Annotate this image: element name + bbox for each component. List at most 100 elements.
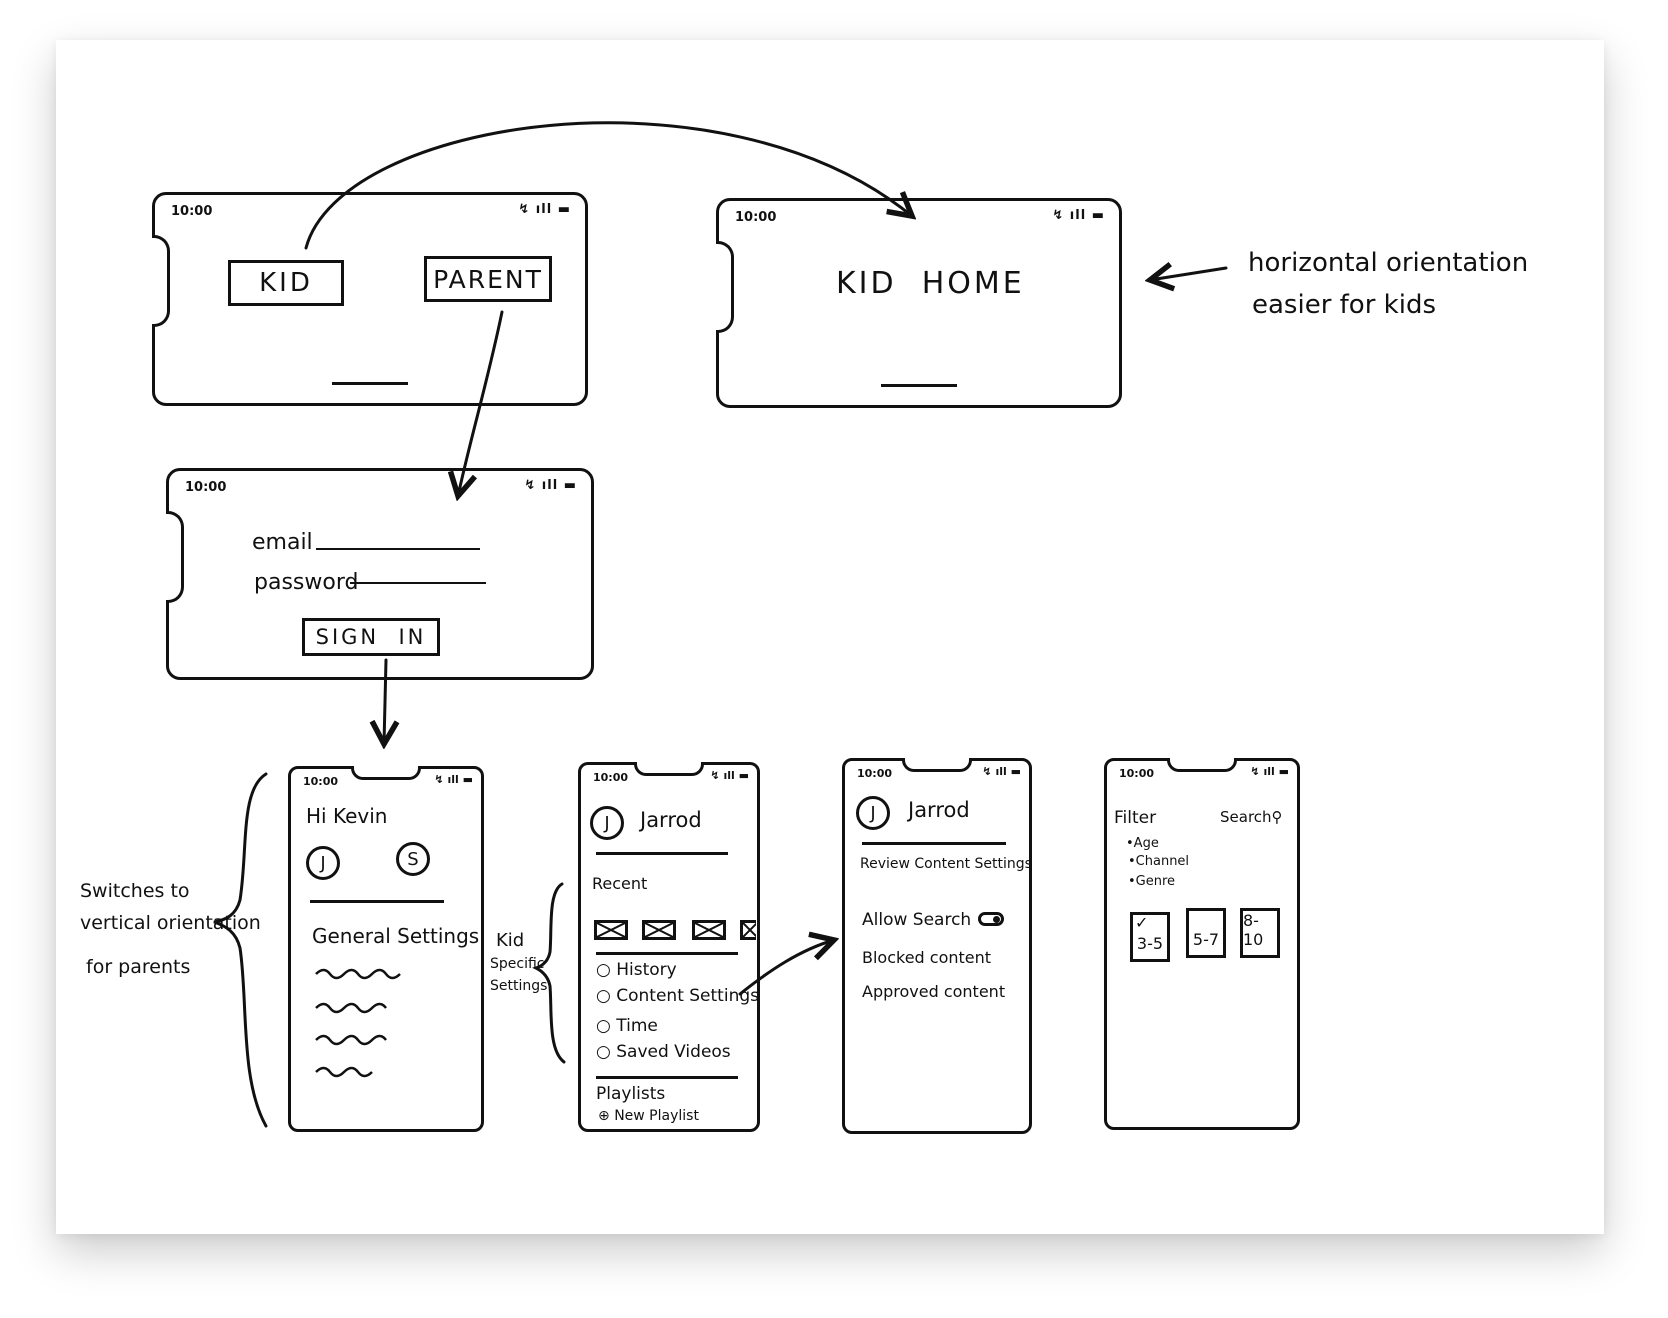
video-thumbnail[interactable]: [692, 920, 726, 940]
search-link[interactable]: Search⚲: [1220, 808, 1283, 826]
status-time: 10:00: [303, 775, 339, 788]
email-field[interactable]: [316, 548, 480, 550]
checkmark-icon: ✓: [1135, 913, 1149, 932]
filter-option-label: Genre: [1135, 874, 1176, 889]
status-time: 10:00: [171, 204, 213, 219]
bullet-dot: ○: [596, 960, 617, 980]
video-thumbnail[interactable]: [642, 920, 676, 940]
bullet-dot: ○: [596, 986, 617, 1006]
greeting: Hi Kevin: [306, 804, 388, 828]
search-label: Search: [1220, 808, 1272, 826]
menu-item-content-settings[interactable]: ○ Content Settings: [596, 986, 759, 1006]
divider: [862, 842, 1006, 845]
arrow-parent-to-sign-in: [458, 310, 504, 496]
status-icons: ↯ ıll ▬: [982, 765, 1021, 778]
annotation-vertical-line3: for parents: [86, 956, 191, 978]
new-playlist-label: New Playlist: [614, 1108, 699, 1124]
status-time: 10:00: [185, 480, 227, 495]
allow-search-toggle[interactable]: [978, 912, 1004, 926]
arrow-content-settings-link: [738, 940, 834, 996]
divider: [310, 900, 444, 903]
menu-item-label: History: [616, 960, 677, 980]
status-icons: ↯ ıll ▬: [434, 773, 473, 786]
annotation-vertical-line1: Switches to: [80, 880, 190, 902]
filter-option-label: Age: [1133, 836, 1159, 851]
top-notch: [1167, 758, 1237, 772]
annotation-horizontal-line2: easier for kids: [1252, 290, 1436, 320]
top-notch: [902, 758, 972, 772]
status-time: 10:00: [857, 767, 893, 780]
menu-item-saved-videos[interactable]: ○ Saved Videos: [596, 1042, 731, 1062]
profile-name: Jarrod: [640, 808, 702, 832]
status-icons: ↯ ıll ▬: [710, 769, 749, 782]
annotation-horizontal-line1: horizontal orientation: [1248, 248, 1529, 278]
search-icon: ⚲: [1271, 808, 1283, 826]
annotation-vertical-line2: vertical orientation: [80, 912, 261, 934]
filter-option-channel[interactable]: •Channel: [1128, 854, 1189, 869]
divider: [596, 852, 728, 855]
arrow-kid-to-kid-home: [304, 121, 912, 250]
status-icons: ↯ ıll ▬: [518, 202, 571, 217]
filter-option-genre[interactable]: •Genre: [1128, 874, 1175, 889]
annotation-kid-line3: Settings: [490, 978, 548, 994]
placeholder-text-squiggles: [315, 968, 401, 1078]
status-time: 10:00: [1119, 767, 1155, 780]
email-label: email: [252, 530, 313, 555]
blocked-content-link[interactable]: Blocked content: [862, 948, 992, 967]
video-thumbnail[interactable]: [740, 920, 756, 940]
menu-item-label: Content Settings: [616, 986, 759, 1006]
brace-vertical-orientation: [213, 772, 268, 1128]
screen-parent-home: 10:00 ↯ ıll ▬: [288, 766, 484, 1132]
parent-button[interactable]: PARENT: [424, 256, 552, 302]
bullet-dot: ○: [596, 1042, 617, 1062]
avatar[interactable]: J: [590, 806, 624, 840]
age-range-label: 3-5: [1136, 934, 1164, 953]
approved-content-link[interactable]: Approved content: [862, 982, 1006, 1001]
home-indicator: [881, 384, 957, 387]
kid-button[interactable]: KID: [228, 260, 344, 306]
avatar[interactable]: J: [306, 846, 340, 880]
menu-item-history[interactable]: ○ History: [596, 960, 677, 980]
sign-in-button[interactable]: SIGN IN: [302, 618, 440, 656]
plus-circle-icon: ⊕: [598, 1108, 615, 1124]
avatar[interactable]: J: [856, 796, 890, 830]
arrow-annotation-to-kid-home: [1150, 268, 1228, 280]
status-icons: ↯ ıll ▬: [1052, 208, 1105, 223]
screen-sign-in: 10:00 ↯ ıll ▬: [166, 468, 594, 680]
age-range-label: 8-10: [1243, 911, 1264, 949]
video-thumbnail[interactable]: [594, 920, 628, 940]
status-time: 10:00: [593, 771, 629, 784]
filter-option-age[interactable]: •Age: [1126, 836, 1159, 851]
bullet-dot: ○: [596, 1016, 617, 1036]
bullet-dot: •: [1128, 874, 1136, 889]
menu-item-label: Time: [616, 1016, 658, 1036]
recent-label: Recent: [592, 874, 648, 893]
profile-name: Jarrod: [908, 798, 970, 822]
divider: [596, 952, 738, 955]
avatar[interactable]: S: [396, 842, 430, 876]
filter-option-label: Channel: [1135, 854, 1190, 869]
age-range-option[interactable]: ✓ 3-5: [1130, 912, 1170, 962]
new-playlist-button[interactable]: ⊕ New Playlist: [598, 1108, 699, 1124]
annotation-kid-line2: Specific: [490, 956, 545, 972]
menu-item-label: Saved Videos: [616, 1042, 731, 1062]
status-time: 10:00: [735, 210, 777, 225]
allow-search-label: Allow Search: [862, 910, 972, 930]
age-range-option[interactable]: 5-7: [1186, 908, 1226, 958]
screen-kid-home: 10:00 ↯ ıll ▬: [716, 198, 1122, 408]
top-notch: [634, 762, 704, 776]
playlists-label: Playlists: [596, 1084, 666, 1104]
age-range-label: 5-7: [1192, 930, 1220, 949]
menu-item-time[interactable]: ○ Time: [596, 1016, 658, 1036]
annotation-kid-line1: Kid: [496, 930, 525, 951]
brace-kid-specific: [532, 882, 566, 1064]
bullet-dot: •: [1128, 854, 1136, 869]
status-icons: ↯ ıll ▬: [524, 478, 577, 493]
kid-home-title: KID HOME: [836, 266, 1025, 301]
arrow-sign-in-to-parent-home: [384, 658, 386, 744]
divider: [596, 1076, 738, 1079]
password-field[interactable]: [350, 582, 486, 584]
filter-label[interactable]: Filter: [1114, 808, 1157, 828]
age-range-option[interactable]: 8-10: [1240, 908, 1280, 958]
